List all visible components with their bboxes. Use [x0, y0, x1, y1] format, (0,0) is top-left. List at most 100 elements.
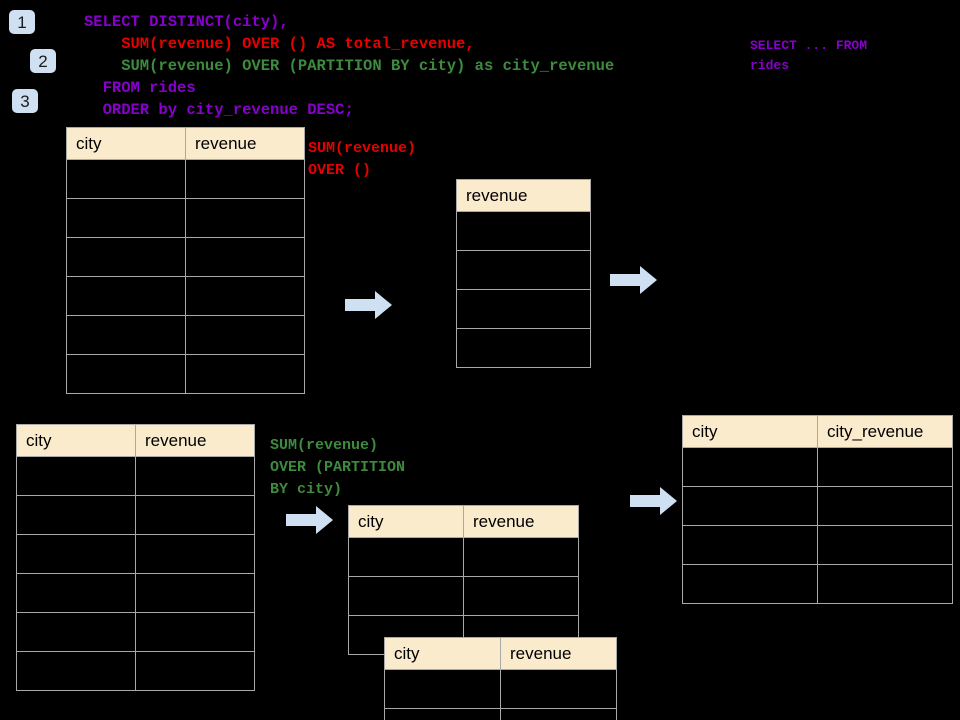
cell-revenue [185, 198, 305, 238]
table-row [682, 564, 953, 604]
cell-city [16, 456, 136, 496]
sql-line-order-by: ORDER by city_revenue DESC; [84, 101, 354, 119]
table-row [66, 276, 305, 316]
step-badge-2: 2 [30, 49, 56, 73]
table-row [348, 537, 579, 577]
cell-revenue [135, 612, 255, 652]
cell-city [66, 159, 186, 199]
cell-city-revenue [817, 564, 953, 604]
cell-revenue [463, 576, 579, 616]
annotation-city-revenue: SUM(revenue) OVER (PARTITION BY city) [270, 437, 406, 498]
cell-city [66, 276, 186, 316]
cell-city-revenue [817, 525, 953, 565]
cell-revenue [185, 276, 305, 316]
cell-city [66, 354, 186, 394]
cell-city [682, 447, 818, 487]
arrow-total-to-result [610, 266, 657, 294]
column-header-city: city [348, 505, 464, 538]
table-row [384, 708, 617, 720]
table-row [16, 534, 255, 574]
table-row [456, 328, 591, 368]
column-header-revenue: revenue [185, 127, 305, 160]
rides-source-table-top: city revenue [66, 127, 305, 394]
cell-city [682, 525, 818, 565]
cell-revenue [185, 159, 305, 199]
column-header-revenue: revenue [500, 637, 617, 670]
cell-revenue [135, 456, 255, 496]
column-header-revenue: revenue [135, 424, 255, 457]
table-row [16, 456, 255, 496]
cell-revenue [185, 237, 305, 277]
cell-revenue [135, 495, 255, 535]
table-row [456, 250, 591, 290]
cell-city [682, 564, 818, 604]
cell-revenue [456, 250, 591, 290]
column-header-city-revenue: city_revenue [817, 415, 953, 448]
arrow-source-to-partition [286, 506, 333, 534]
table-row [16, 495, 255, 535]
arrow-partition-to-result [630, 487, 677, 515]
sql-line-select: SELECT DISTINCT(city), [84, 13, 289, 31]
table-header-row: city city_revenue [682, 415, 953, 448]
cell-city [348, 576, 464, 616]
table-header-row: city revenue [348, 505, 579, 538]
sql-line-from: FROM rides [84, 79, 196, 97]
cell-revenue [463, 537, 579, 577]
cell-city [348, 537, 464, 577]
cell-city [682, 486, 818, 526]
total-revenue-table: revenue [456, 179, 591, 368]
partition-group-table-front: city revenue [384, 637, 617, 720]
cell-revenue [500, 708, 617, 720]
result-table: city city_revenue [682, 415, 953, 604]
table-row [16, 612, 255, 652]
cell-revenue [135, 534, 255, 574]
cell-city [66, 237, 186, 277]
table-header-row: revenue [456, 179, 591, 212]
cell-city [384, 669, 501, 709]
cell-city-revenue [817, 486, 953, 526]
cell-city [384, 708, 501, 720]
cell-revenue [456, 328, 591, 368]
sql-line-city-revenue: SUM(revenue) OVER (PARTITION BY city) as… [84, 57, 615, 75]
sql-side-note-line2: rides [750, 58, 790, 73]
table-row [682, 525, 953, 565]
annotation-total-revenue: SUM(revenue) OVER () [308, 140, 417, 179]
cell-city [16, 534, 136, 574]
cell-city [16, 651, 136, 691]
cell-revenue [185, 315, 305, 355]
table-row [16, 651, 255, 691]
cell-city [16, 612, 136, 652]
table-row [66, 315, 305, 355]
column-header-city: city [682, 415, 818, 448]
column-header-city: city [66, 127, 186, 160]
table-header-row: city revenue [16, 424, 255, 457]
step-badge-1: 1 [9, 10, 35, 34]
table-row [16, 573, 255, 613]
column-header-city: city [16, 424, 136, 457]
table-row [348, 576, 579, 616]
step-badge-3: 3 [12, 89, 38, 113]
cell-city [16, 495, 136, 535]
table-header-row: city revenue [384, 637, 617, 670]
sql-side-note-line1: SELECT ... FROM [750, 38, 868, 53]
rides-source-table-bottom: city revenue [16, 424, 255, 691]
column-header-city: city [384, 637, 501, 670]
table-row [456, 211, 591, 251]
cell-city [66, 198, 186, 238]
table-row [66, 198, 305, 238]
table-row [456, 289, 591, 329]
cell-city-revenue [817, 447, 953, 487]
cell-revenue [456, 211, 591, 251]
table-row [384, 669, 617, 709]
table-row [682, 486, 953, 526]
cell-revenue [135, 573, 255, 613]
cell-revenue [185, 354, 305, 394]
table-header-row: city revenue [66, 127, 305, 160]
cell-revenue [135, 651, 255, 691]
table-row [682, 447, 953, 487]
cell-city [16, 573, 136, 613]
column-header-revenue: revenue [456, 179, 591, 212]
arrow-source-to-total [345, 291, 392, 319]
cell-revenue [500, 669, 617, 709]
column-header-revenue: revenue [463, 505, 579, 538]
